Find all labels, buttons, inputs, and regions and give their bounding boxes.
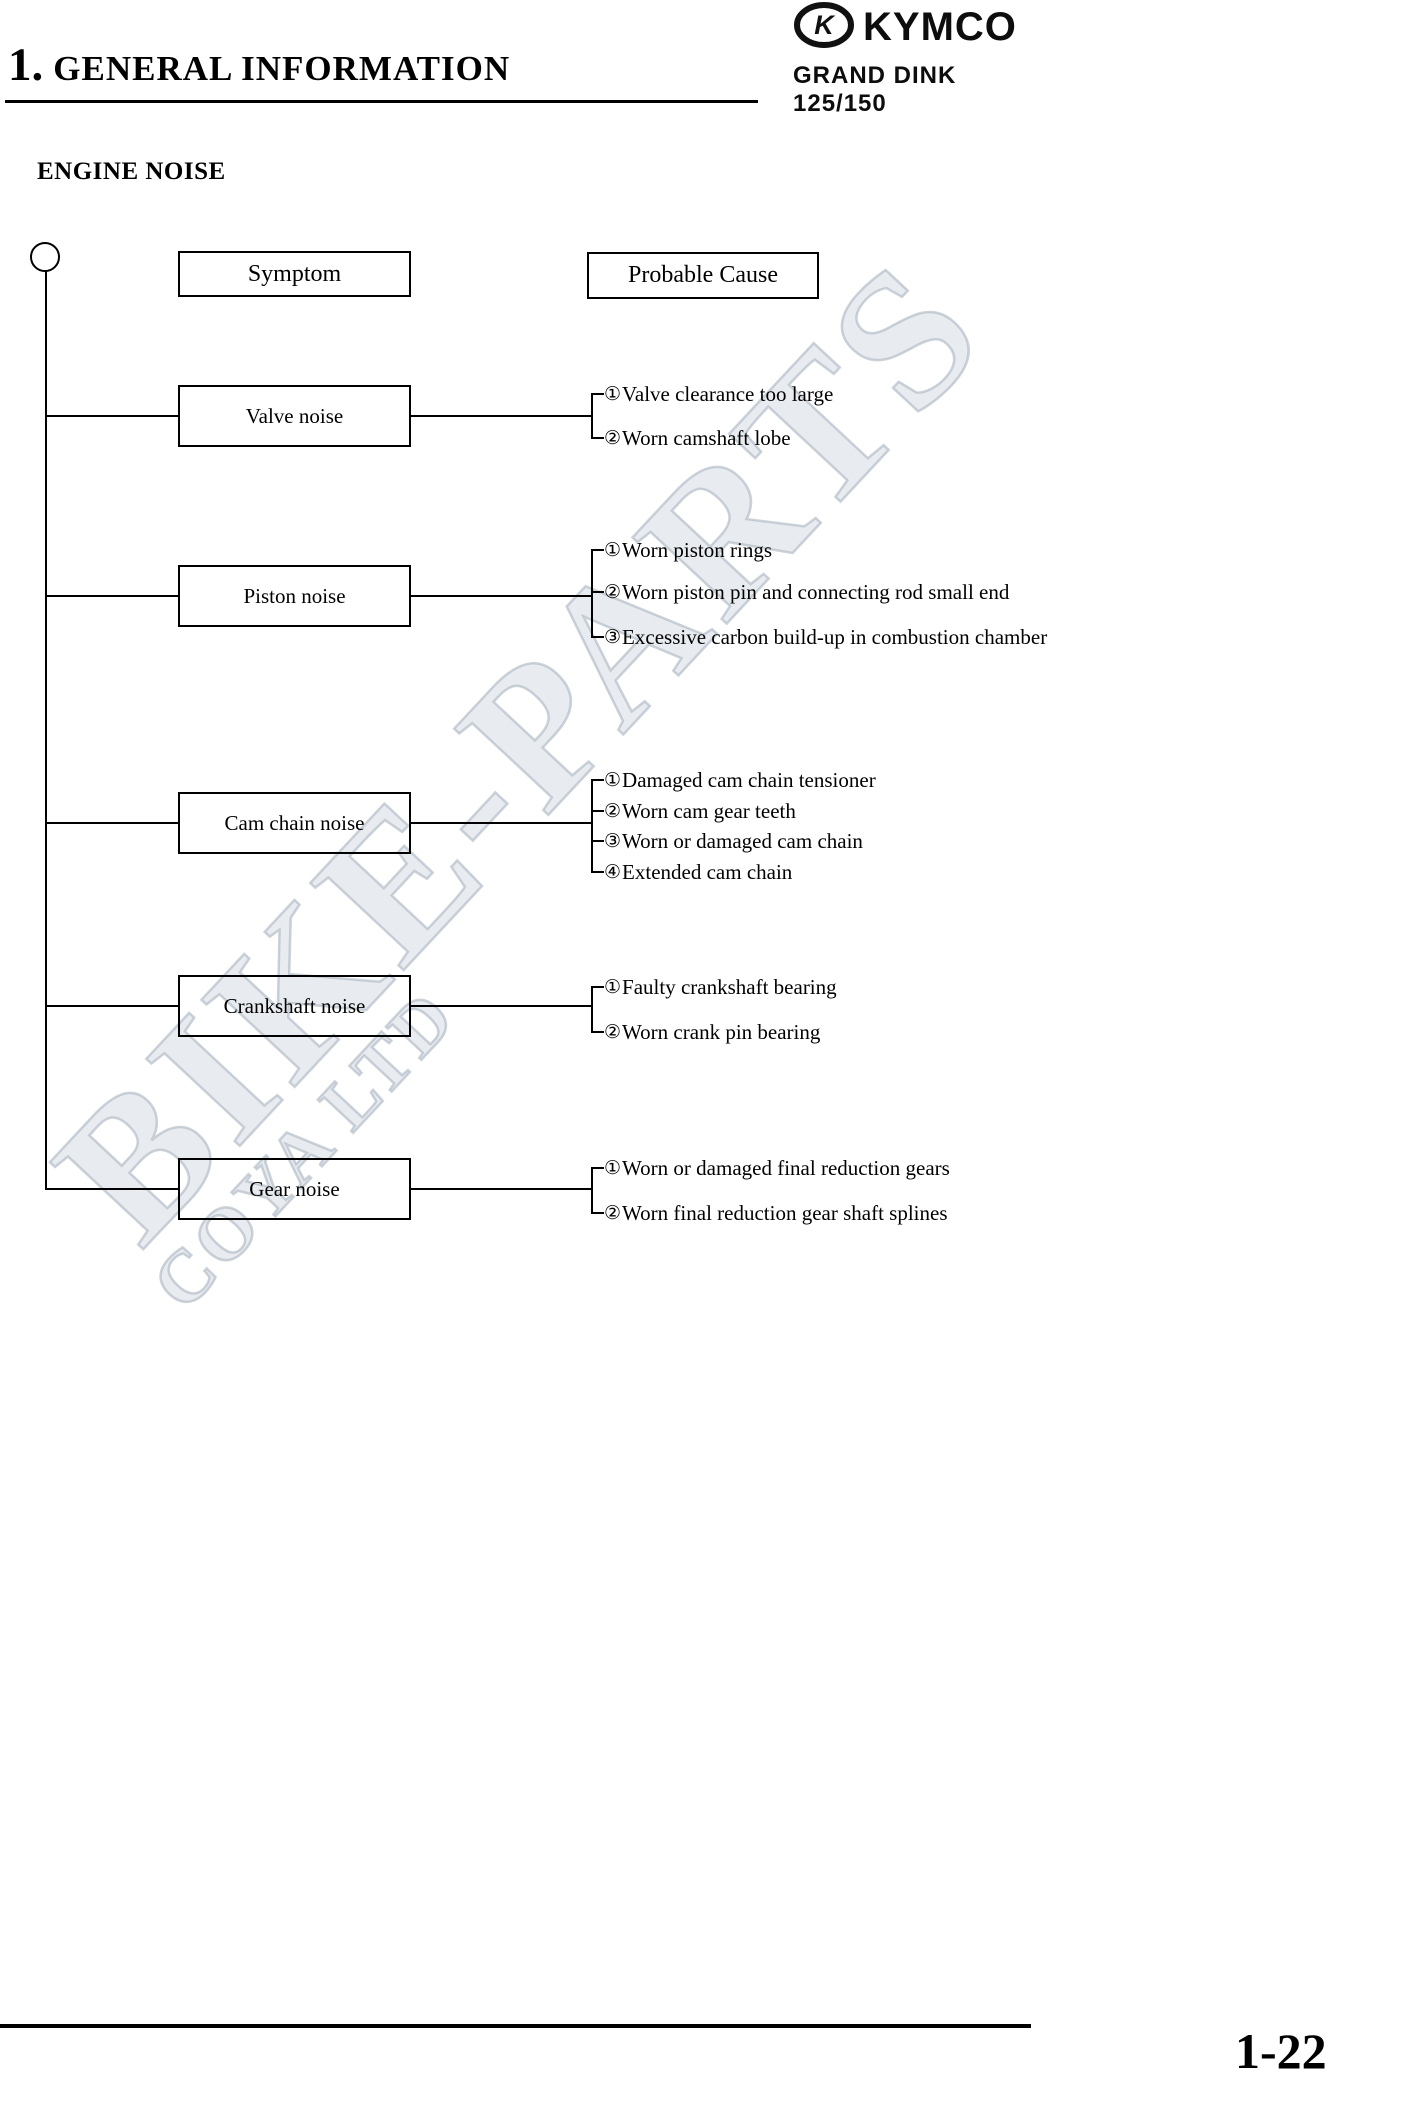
section-title: 1.GENERAL INFORMATION bbox=[8, 38, 510, 92]
cause-text: Damaged cam chain tensioner bbox=[622, 768, 876, 792]
cause-number: ③ bbox=[604, 626, 622, 648]
section-number: 1. bbox=[8, 39, 44, 91]
cause-number: ④ bbox=[604, 861, 622, 883]
flow-start-node bbox=[30, 242, 60, 272]
cause-item: ① Valve clearance too large bbox=[591, 382, 1052, 406]
symptom-box-piston-noise: Piston noise bbox=[178, 565, 411, 627]
bracket-line bbox=[591, 1167, 593, 1212]
section-title-text: GENERAL INFORMATION bbox=[53, 49, 511, 88]
brand-block: K KYMCO GRAND DINK 125/150 bbox=[793, 2, 1048, 118]
cause-number: ① bbox=[604, 1157, 622, 1179]
bracket-line bbox=[591, 779, 593, 871]
connector-line bbox=[45, 822, 178, 824]
cause-text: Worn piston pin and connecting rod small… bbox=[622, 580, 1010, 604]
cause-item: ① Faulty crankshaft bearing bbox=[591, 975, 1052, 999]
cause-item: ④ Extended cam chain bbox=[591, 860, 1052, 884]
cause-number: ② bbox=[604, 1021, 622, 1043]
cause-number: ② bbox=[604, 581, 622, 603]
cause-text: Worn cam gear teeth bbox=[622, 799, 796, 823]
symptom-label: Piston noise bbox=[243, 583, 346, 608]
cause-item: ② Worn camshaft lobe bbox=[591, 426, 1052, 450]
cause-item: ② Worn cam gear teeth bbox=[591, 799, 1052, 823]
page-number: 1-22 bbox=[1235, 2023, 1327, 2079]
cause-text: Worn crank pin bearing bbox=[622, 1020, 821, 1044]
cause-item: ① Damaged cam chain tensioner bbox=[591, 768, 1052, 792]
cause-item: ② Worn crank pin bearing bbox=[591, 1020, 1052, 1044]
connector-line bbox=[411, 415, 592, 417]
probable-cause-header-label: Probable Cause bbox=[628, 262, 778, 288]
cause-number: ② bbox=[604, 1202, 622, 1224]
cause-item: ③ Worn or damaged cam chain bbox=[591, 829, 1052, 853]
footer-rule bbox=[0, 2024, 1031, 2028]
symptom-label: Valve noise bbox=[245, 403, 344, 428]
kymco-logo-icon: K bbox=[793, 2, 855, 53]
cause-text: Extended cam chain bbox=[622, 860, 793, 884]
connector-line bbox=[45, 1188, 178, 1190]
title-rule bbox=[5, 100, 758, 103]
cause-item: ① Worn or damaged final reduction gears bbox=[591, 1156, 1052, 1180]
connector-line bbox=[411, 1005, 592, 1007]
brand-name: KYMCO bbox=[863, 5, 1017, 49]
connector-line bbox=[45, 595, 178, 597]
cause-text: Valve clearance too large bbox=[622, 382, 834, 406]
cause-text: Worn piston rings bbox=[622, 538, 773, 562]
cause-number: ③ bbox=[604, 830, 622, 852]
symptom-label: Crankshaft noise bbox=[223, 993, 366, 1018]
symptom-box-valve-noise: Valve noise bbox=[178, 385, 411, 447]
symptom-label: Cam chain noise bbox=[224, 810, 365, 835]
svg-text:K: K bbox=[814, 10, 836, 40]
symptom-label: Gear noise bbox=[249, 1176, 340, 1201]
cause-text: Worn final reduction gear shaft splines bbox=[622, 1201, 948, 1225]
cause-number: ② bbox=[604, 427, 622, 449]
symptom-box-crankshaft-noise: Crankshaft noise bbox=[178, 975, 411, 1037]
symptom-box-cam-chain-noise: Cam chain noise bbox=[178, 792, 411, 854]
bracket-line bbox=[591, 393, 593, 437]
connector-line bbox=[411, 1188, 592, 1190]
cause-text: Faulty crankshaft bearing bbox=[622, 975, 837, 999]
model-name: GRAND DINK 125/150 bbox=[793, 62, 957, 117]
connector-line bbox=[411, 822, 592, 824]
cause-item: ② Worn piston pin and connecting rod sma… bbox=[591, 580, 1052, 604]
cause-text: Worn or damaged cam chain bbox=[622, 829, 863, 853]
cause-number: ① bbox=[604, 383, 622, 405]
symptom-box-gear-noise: Gear noise bbox=[178, 1158, 411, 1220]
connector-line bbox=[45, 1005, 178, 1007]
cause-number: ① bbox=[604, 539, 622, 561]
trunk-line bbox=[45, 270, 47, 1190]
bracket-line bbox=[591, 986, 593, 1031]
page-heading: ENGINE NOISE bbox=[37, 158, 226, 185]
connector-line bbox=[45, 415, 178, 417]
cause-item: ② Worn final reduction gear shaft spline… bbox=[591, 1201, 1052, 1225]
connector-line bbox=[411, 595, 592, 597]
symptom-header-label: Symptom bbox=[247, 260, 342, 287]
cause-text: Excessive carbon build-up in combustion … bbox=[622, 625, 1048, 649]
cause-number: ① bbox=[604, 769, 622, 791]
cause-item: ③ Excessive carbon build-up in combustio… bbox=[591, 625, 1052, 649]
cause-text: Worn camshaft lobe bbox=[622, 426, 791, 450]
symptom-header-box: Symptom bbox=[178, 251, 411, 297]
cause-text: Worn or damaged final reduction gears bbox=[622, 1156, 950, 1180]
cause-number: ① bbox=[604, 976, 622, 998]
cause-item: ① Worn piston rings bbox=[591, 538, 1052, 562]
probable-cause-header-box: Probable Cause bbox=[587, 252, 819, 299]
cause-number: ② bbox=[604, 800, 622, 822]
